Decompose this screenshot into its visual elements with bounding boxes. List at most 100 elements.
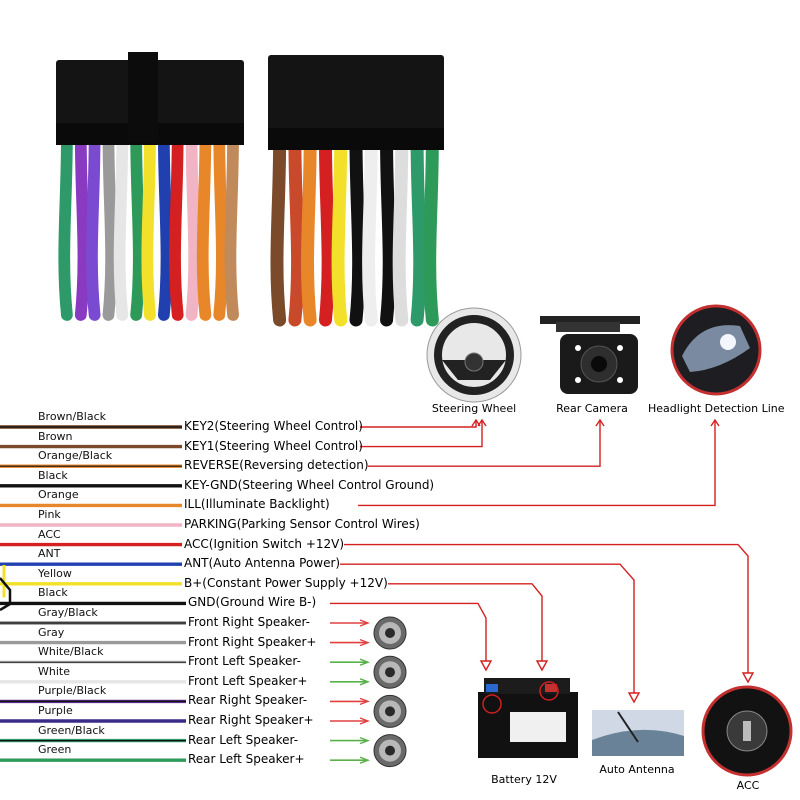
wire-function-label: REVERSE(Reversing detection) xyxy=(184,458,369,473)
speaker-icon xyxy=(373,694,407,728)
wire-function-label: B+(Constant Power Supply +12V) xyxy=(184,575,388,590)
wire-color-label: Brown/Black xyxy=(38,410,106,423)
connector-wire xyxy=(157,129,173,321)
connector-wire xyxy=(410,133,427,327)
black-loop xyxy=(0,577,12,612)
battery-icon xyxy=(478,678,578,758)
key2-path xyxy=(360,420,477,428)
connector-wire xyxy=(185,129,201,321)
connector-wire xyxy=(213,129,228,321)
wire-function-label: ILL(Illuminate Backlight) xyxy=(184,497,330,512)
wire-function-label: KEY1(Steering Wheel Control) xyxy=(184,438,363,453)
rear-camera-caption: Rear Camera xyxy=(556,402,628,415)
reverse-path xyxy=(368,420,601,467)
bplus-arrow xyxy=(535,660,549,672)
wire-color-label: White xyxy=(38,664,70,678)
speaker-arrow-head xyxy=(359,697,370,706)
wire-color-label: Black xyxy=(38,468,68,482)
connector-latch xyxy=(128,52,158,142)
headlight-caption: Headlight Detection Line xyxy=(648,402,785,415)
rear-camera-icon xyxy=(540,316,640,394)
connector-wire xyxy=(392,133,409,327)
wire-color-label: Black xyxy=(38,586,68,600)
wire-color-label: Purple xyxy=(38,704,73,717)
ill-path xyxy=(358,420,716,507)
connector-wire xyxy=(169,129,184,321)
gnd-arrow xyxy=(479,660,493,672)
ill-arrow xyxy=(710,418,720,427)
speaker-arrow-head xyxy=(359,736,370,745)
steering-wheel-icon xyxy=(426,307,522,403)
connector-wire xyxy=(318,133,335,327)
wire-color-label: Green/Black xyxy=(38,723,105,737)
wire-function-label: GND(Ground Wire B-) xyxy=(188,595,317,610)
wire-color-label: ACC xyxy=(38,527,61,541)
speaker-arrow-head xyxy=(359,658,370,666)
connector-wire xyxy=(270,133,287,327)
speaker-arrow-head xyxy=(359,717,370,725)
wire-function-label: Front Left Speaker+ xyxy=(188,673,308,688)
connector-wire xyxy=(113,129,129,321)
wire-function-label: KEY2(Steering Wheel Control) xyxy=(184,419,363,433)
speaker-arrow-head xyxy=(359,638,370,647)
connector-wire xyxy=(362,133,378,327)
connector-wire xyxy=(423,133,439,327)
ant-path xyxy=(340,563,635,700)
wire-function-label: PARKING(Parking Sensor Control Wires) xyxy=(184,517,420,531)
wire-function-label: ANT(Auto Antenna Power) xyxy=(184,556,341,571)
connector-wire xyxy=(141,129,156,321)
connector-wire xyxy=(349,133,366,327)
speaker-icon xyxy=(373,616,407,650)
connector-wire xyxy=(58,129,73,321)
wire-color-label: ANT xyxy=(38,547,61,561)
connector-wire xyxy=(102,129,118,321)
key1-path xyxy=(360,420,483,448)
antenna-caption: Auto Antenna xyxy=(599,763,675,776)
connector-wire xyxy=(288,133,305,327)
connector-housing xyxy=(268,55,444,150)
wire-color-label: Pink xyxy=(38,508,61,521)
reverse-arrow xyxy=(595,418,605,427)
speaker-arrow-head xyxy=(359,678,370,686)
bplus-path xyxy=(388,583,543,668)
wire-function-label: Rear Right Speaker- xyxy=(188,693,308,708)
connector-wire xyxy=(331,133,348,327)
wire-color-label: Orange/Black xyxy=(38,449,113,463)
connector-wire xyxy=(196,129,212,321)
ant-arrow xyxy=(627,692,641,704)
headlight-icon xyxy=(670,304,762,396)
wire-color-label: Gray xyxy=(38,625,65,639)
steering-wheel-caption: Steering Wheel xyxy=(431,402,517,415)
wire-color-label: Orange xyxy=(38,488,79,502)
connector-lip xyxy=(268,128,444,150)
speaker-arrow-head xyxy=(359,619,370,627)
right-connector xyxy=(268,55,444,327)
antenna-icon xyxy=(592,710,684,756)
wire-function-label: Rear Right Speaker+ xyxy=(188,713,314,727)
acc-ignition-icon xyxy=(701,685,793,777)
wire-function-label: Front Right Speaker- xyxy=(188,615,310,629)
speaker-icon xyxy=(373,655,407,689)
connector-wire xyxy=(301,133,317,327)
connector-wire xyxy=(86,129,101,321)
wire-function-label: ACC(Ignition Switch +12V) xyxy=(184,536,345,551)
wire-function-label: Rear Left Speaker+ xyxy=(188,752,305,767)
connector-wire xyxy=(74,129,90,321)
wire-function-label: Rear Left Speaker- xyxy=(188,732,299,747)
speaker-icon xyxy=(373,734,407,768)
wire-function-label: Front Right Speaker+ xyxy=(188,634,317,649)
acc-path xyxy=(344,543,749,680)
acc-caption: ACC xyxy=(736,779,760,792)
connector-wire xyxy=(224,129,239,321)
connector-wire xyxy=(380,133,396,327)
wire-color-label: Gray/Black xyxy=(38,606,98,619)
gnd-path xyxy=(330,602,487,668)
wire-color-label: Yellow xyxy=(38,566,72,580)
speaker-arrow-head xyxy=(359,756,370,764)
wire-color-label: Brown xyxy=(38,429,73,443)
wire-function-label: Front Left Speaker- xyxy=(188,654,301,669)
wire-function-label: KEY-GND(Steering Wheel Control Ground) xyxy=(184,477,435,492)
wire-color-label: Purple/Black xyxy=(38,684,107,698)
